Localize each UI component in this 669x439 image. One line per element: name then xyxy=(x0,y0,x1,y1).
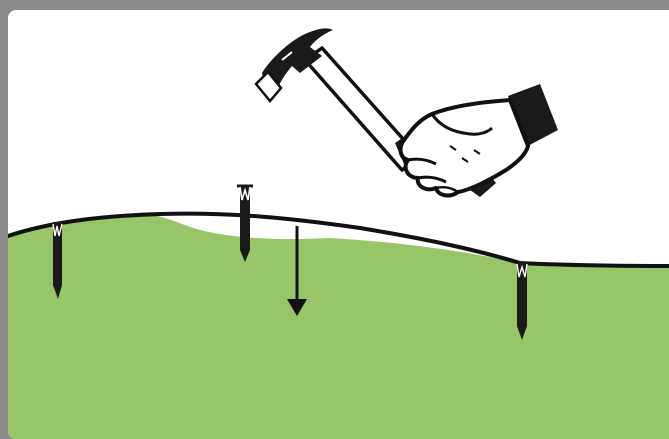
illustration-panel xyxy=(8,10,669,439)
ground-stake-icon xyxy=(517,262,527,340)
ground-stake-icon xyxy=(53,222,62,299)
gloved-hand-icon xyxy=(401,84,558,195)
stake-hammering-diagram xyxy=(8,10,669,439)
ground-area xyxy=(8,214,669,439)
